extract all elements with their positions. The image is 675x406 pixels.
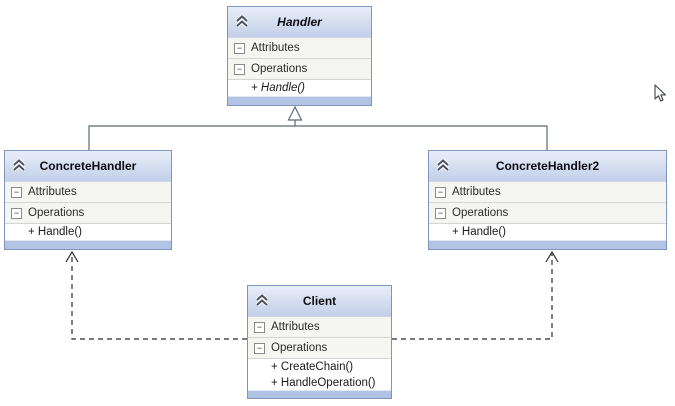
- class-title: Client: [302, 294, 337, 308]
- method-label: + Handle(): [28, 226, 83, 238]
- minus-box-icon[interactable]: −: [435, 186, 446, 198]
- minus-box-icon[interactable]: −: [435, 207, 446, 219]
- method-item[interactable]: + Handle(): [429, 224, 666, 240]
- attributes-label: Attributes: [271, 321, 320, 333]
- class-box-concretehandler2[interactable]: ConcreteHandler2 − Attributes − Operatio…: [428, 150, 667, 250]
- method-item[interactable]: + Handle(): [5, 224, 171, 240]
- inheritance-triangle-icon: [287, 105, 303, 121]
- method-label: + HandleOperation(): [271, 376, 376, 389]
- open-arrowhead-icon: [545, 250, 559, 263]
- method-label: + Handle(): [251, 82, 306, 94]
- method-item[interactable]: + CreateChain(): [248, 359, 391, 375]
- dependency-connector-left[interactable]: [65, 250, 247, 340]
- class-header: Client: [248, 286, 391, 317]
- chevron-double-up-icon[interactable]: [11, 158, 27, 173]
- minus-box-icon[interactable]: −: [11, 186, 22, 198]
- class-title: ConcreteHandler2: [495, 159, 600, 173]
- operations-label: Operations: [28, 207, 85, 219]
- class-box-client[interactable]: Client − Attributes − Operations + Creat…: [247, 285, 392, 399]
- minus-box-icon[interactable]: −: [254, 342, 265, 354]
- operations-label: Operations: [251, 63, 308, 75]
- operations-label: Operations: [452, 207, 509, 219]
- dependency-connector-right[interactable]: [392, 250, 559, 340]
- operations-row[interactable]: − Operations: [429, 203, 666, 224]
- attributes-row[interactable]: − Attributes: [5, 182, 171, 203]
- chevron-double-up-icon[interactable]: [234, 14, 250, 29]
- operations-row[interactable]: − Operations: [228, 59, 371, 80]
- class-header: ConcreteHandler: [5, 151, 171, 182]
- operations-label: Operations: [271, 342, 328, 354]
- chevron-double-up-icon[interactable]: [254, 293, 270, 308]
- class-footer: [429, 240, 666, 249]
- open-arrowhead-icon: [65, 250, 79, 263]
- class-header: ConcreteHandler2: [429, 151, 666, 182]
- class-footer: [228, 96, 371, 105]
- method-item[interactable]: + HandleOperation(): [248, 375, 391, 390]
- class-box-concretehandler[interactable]: ConcreteHandler − Attributes − Operation…: [4, 150, 172, 250]
- method-label: + Handle(): [452, 226, 507, 238]
- attributes-label: Attributes: [28, 186, 77, 198]
- attributes-label: Attributes: [452, 186, 501, 198]
- minus-box-icon[interactable]: −: [234, 63, 245, 75]
- method-label: + CreateChain(): [271, 361, 354, 373]
- class-box-handler[interactable]: Handler − Attributes − Operations + Hand…: [227, 6, 372, 106]
- class-header: Handler: [228, 7, 371, 38]
- attributes-row[interactable]: − Attributes: [429, 182, 666, 203]
- minus-box-icon[interactable]: −: [234, 42, 245, 54]
- attributes-row[interactable]: − Attributes: [248, 317, 391, 338]
- class-title: Handler: [277, 15, 322, 29]
- class-footer: [5, 240, 171, 249]
- inheritance-connector[interactable]: [88, 105, 548, 150]
- minus-box-icon[interactable]: −: [254, 321, 265, 333]
- method-item[interactable]: + Handle(): [228, 80, 371, 96]
- class-footer: [248, 390, 391, 398]
- operations-row[interactable]: − Operations: [248, 338, 391, 359]
- attributes-row[interactable]: − Attributes: [228, 38, 371, 59]
- minus-box-icon[interactable]: −: [11, 207, 22, 219]
- operations-row[interactable]: − Operations: [5, 203, 171, 224]
- chevron-double-up-icon[interactable]: [435, 158, 451, 173]
- attributes-label: Attributes: [251, 42, 300, 54]
- class-title: ConcreteHandler: [39, 159, 137, 173]
- mouse-cursor-icon: [654, 84, 666, 102]
